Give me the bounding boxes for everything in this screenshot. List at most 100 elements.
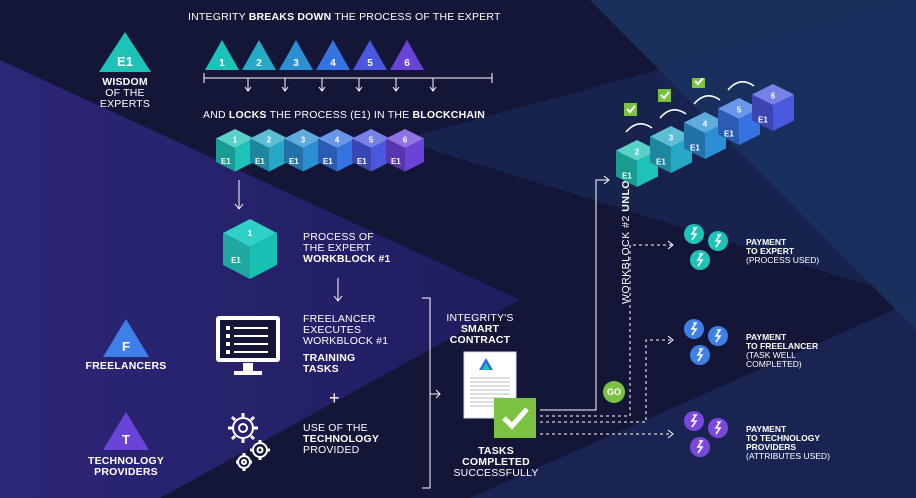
gears-icon	[228, 413, 270, 471]
curved-arrow-icon	[693, 95, 721, 105]
tasks-line-2: COMPLETED	[462, 456, 530, 468]
expert-role-label: WISDOM OF THE EXPERTS	[84, 77, 166, 110]
unlocked-block-4-tag: E1	[690, 144, 700, 153]
unlocked-check-icon	[624, 103, 637, 116]
timeline-arrow	[281, 78, 289, 92]
chain-block-4-number: 4	[335, 135, 340, 144]
tech-step-label: USE OF THE TECHNOLOGY PROVIDED	[303, 423, 379, 456]
coin-stack-icon	[684, 319, 728, 365]
tech-step-line-1: USE OF THE	[303, 422, 368, 434]
unlocked-block-6-tag: E1	[758, 116, 768, 125]
unlocked-check-icon	[692, 78, 705, 88]
expert-label-line-3: EXPERTS	[99, 98, 151, 110]
freelancer-badge-icon: F	[103, 319, 149, 357]
payment-detail: (TASK WELL	[746, 350, 796, 360]
header-breaks-down: INTEGRITY BREAKS DOWN THE PROCESS OF THE…	[188, 12, 501, 23]
unlocked-block-4-number: 4	[703, 120, 708, 129]
freelancer-step-line-2: EXECUTES	[303, 324, 362, 336]
down-arrow-icon	[234, 180, 244, 210]
workblock-cube-icon: 1 E1	[223, 219, 277, 279]
header1-post: THE PROCESS OF THE EXPERT	[331, 11, 501, 23]
unlocked-pre: WORKBLOCK #2	[620, 211, 632, 304]
tech-label-line-2: PROVIDERS	[94, 466, 158, 478]
freelancer-step-label: FREELANCER EXECUTES WORKBLOCK #1 TRAININ…	[303, 314, 388, 375]
freelancer-role-label: FREELANCERS	[85, 360, 167, 372]
payment-title1: PAYMENT	[746, 237, 787, 247]
freelancer-step-line-3: WORKBLOCK #1	[303, 335, 389, 347]
timeline-arrow	[392, 78, 400, 92]
chain-block-3: 3E1	[284, 129, 322, 172]
header2-bold2: BLOCKCHAIN	[412, 109, 486, 121]
monitor-icon	[216, 316, 280, 375]
tasks-line-3: SUCCESSFULLY	[453, 467, 539, 479]
plus-sign: +	[329, 388, 340, 408]
chain-block-5: 5E1	[352, 129, 390, 172]
chain-block-6-number: 6	[403, 135, 408, 144]
chain-block-2: 2E1	[250, 129, 288, 172]
unlocked-block-2: 2E1	[616, 140, 658, 188]
process-triangle-2: 2	[242, 40, 276, 70]
chain-block-5-number: 5	[369, 135, 374, 144]
chain-block-1: 1E1	[216, 129, 254, 172]
chain-block-2-number: 2	[267, 135, 272, 144]
unlocked-block-3-number: 3	[669, 134, 674, 143]
blue-triangle-shape-bottom	[470, 300, 916, 498]
header2-pre: AND	[203, 109, 229, 121]
payment-expert-connector	[540, 244, 672, 417]
chain-block-4-tag: E1	[323, 157, 333, 166]
unlocked-block-5-tag: E1	[724, 130, 734, 139]
check-icon	[494, 398, 536, 438]
payment-detail: (ATTRIBUTES USED)	[746, 451, 830, 461]
tech-label-line-1: TECHNOLOGY	[87, 455, 165, 467]
process-triangle-4: 4	[316, 40, 350, 70]
timeline-arrow	[355, 78, 363, 92]
chain-block-2-tag: E1	[255, 157, 265, 166]
unlocked-block-6-number: 6	[771, 92, 776, 101]
payment-detail: COMPLETED)	[746, 359, 802, 369]
workblock-line-1: PROCESS OF	[303, 231, 374, 243]
unlocked-check-icon	[658, 89, 671, 102]
unlocked-block-3-tag: E1	[656, 158, 666, 167]
chain-block-5-tag: E1	[357, 157, 367, 166]
chain-block-6-tag: E1	[391, 157, 401, 166]
expert-label-line-1: WISDOM	[102, 76, 148, 88]
tech-badge-text: T	[122, 432, 130, 447]
go-badge: GO	[603, 381, 625, 403]
purple-triangle-shape	[0, 60, 520, 498]
workblock-label: PROCESS OF THE EXPERT WORKBLOCK #1	[303, 232, 391, 265]
unlocked-block-2-tag: E1	[622, 172, 632, 181]
tech-step-line-3: PROVIDED	[303, 444, 360, 456]
unlocked-block-4: 4E1	[684, 112, 726, 160]
process-triangle-label: 6	[404, 58, 410, 69]
workblock-line-3: WORKBLOCK #1	[303, 253, 391, 265]
freelancer-step-line-4: TRAINING	[303, 352, 356, 364]
tasks-completed-label: TASKS COMPLETED SUCCESSFULLY	[444, 446, 548, 479]
expert-label-line-2: OF THE	[105, 87, 145, 99]
curved-arrow-icon	[659, 109, 687, 119]
timeline-arrow	[244, 78, 252, 92]
process-triangle-label: 1	[219, 58, 225, 69]
payment-freelancer-connector	[540, 339, 672, 423]
workblock-number: 1	[248, 229, 253, 238]
unlocked-block-2-number: 2	[635, 148, 640, 157]
chain-block-1-tag: E1	[221, 157, 231, 166]
payment-title1: PAYMENT	[746, 424, 787, 434]
chain-block-3-number: 3	[301, 135, 306, 144]
curved-arrow-icon	[625, 123, 653, 133]
payment-title3: PROVIDERS	[746, 442, 797, 452]
chain-block-4: 4E1	[318, 129, 356, 172]
payment-detail: (PROCESS USED)	[746, 255, 820, 265]
payment-title2: TO EXPERT	[746, 246, 795, 256]
process-triangle-label: 3	[293, 58, 299, 69]
expert-badge-icon: E1	[99, 32, 151, 72]
unlocked-block-5: 5E1	[718, 98, 760, 146]
tasks-line-1: TASKS	[478, 445, 514, 457]
tech-role-label: TECHNOLOGY PROVIDERS	[74, 456, 178, 478]
header1-bold: BREAKS DOWN	[248, 11, 332, 23]
